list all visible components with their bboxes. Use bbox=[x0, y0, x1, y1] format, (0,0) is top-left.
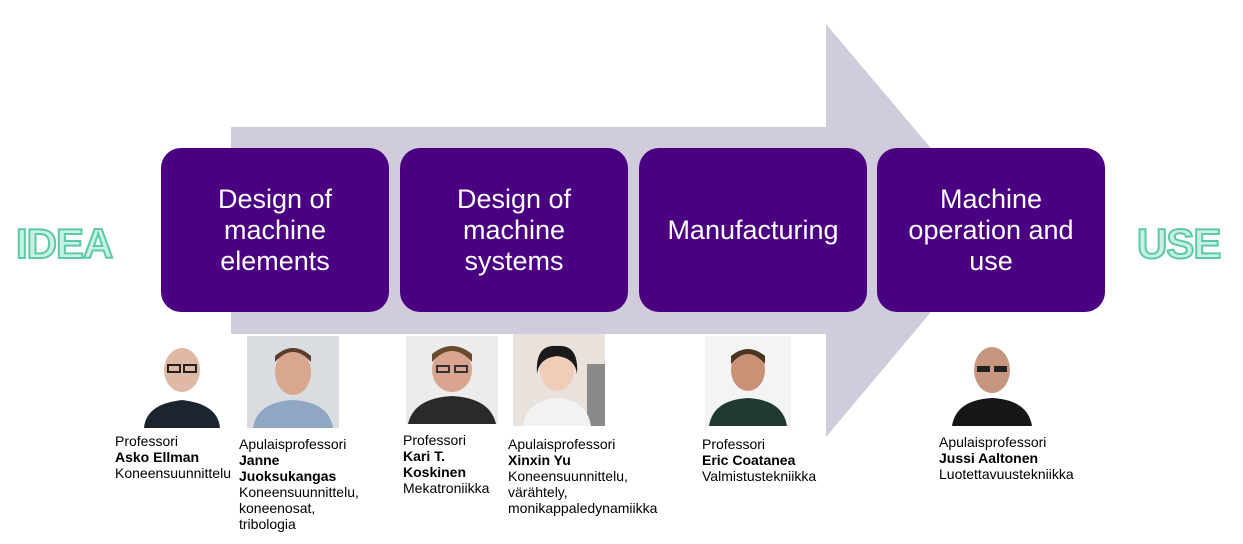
use-label: USE bbox=[1136, 219, 1222, 268]
person-name: Eric Coatanea bbox=[702, 452, 796, 468]
person-field: Mekatroniikka bbox=[403, 480, 490, 496]
photo-janne-juoksukangas bbox=[247, 336, 339, 428]
stage-machine-operation-use: Machine operation and use bbox=[877, 148, 1105, 312]
person-title: Apulaisprofessori bbox=[939, 434, 1047, 450]
person-field: Valmistustekniikka bbox=[702, 468, 817, 484]
person-xinxin-yu: Apulaisprofessori Xinxin Yu Koneensuunni… bbox=[508, 436, 673, 516]
person-asko-ellman: Professori Asko Ellman Koneensuunnittelu bbox=[115, 433, 245, 481]
person-title: Professori bbox=[702, 436, 766, 452]
person-name: Janne Juoksukangas bbox=[239, 452, 337, 484]
person-title: Professori bbox=[115, 433, 179, 449]
photo-jussi-aaltonen bbox=[946, 334, 1038, 426]
person-name: Jussi Aaltonen bbox=[939, 450, 1039, 466]
person-title: Apulaisprofessori bbox=[239, 436, 347, 452]
stage-design-machine-elements: Design of machine elements bbox=[161, 148, 389, 312]
person-field: Koneensuunnittelu, koneenosat, tribologi… bbox=[239, 484, 359, 532]
person-title: Professori bbox=[403, 432, 467, 448]
stage-design-machine-systems: Design of machine systems bbox=[400, 148, 628, 312]
person-name: Kari T. Koskinen bbox=[403, 448, 467, 480]
person-name: Xinxin Yu bbox=[508, 452, 571, 468]
person-jussi-aaltonen: Apulaisprofessori Jussi Aaltonen Luotett… bbox=[939, 434, 1099, 482]
person-field: Koneensuunnittelu, värähtely, monikappal… bbox=[508, 468, 658, 516]
person-field: Koneensuunnittelu bbox=[115, 465, 231, 481]
person-title: Apulaisprofessori bbox=[508, 436, 616, 452]
photo-asko-ellman bbox=[136, 336, 228, 428]
person-eric-coatanea: Professori Eric Coatanea Valmistusteknii… bbox=[702, 436, 842, 484]
stage-manufacturing: Manufacturing bbox=[639, 148, 867, 312]
person-name: Asko Ellman bbox=[115, 449, 200, 465]
photo-xinxin-yu bbox=[513, 334, 605, 426]
photo-kari-koskinen bbox=[406, 336, 498, 424]
idea-label: IDEA bbox=[15, 219, 114, 268]
person-field: Luotettavuustekniikka bbox=[939, 466, 1074, 482]
photo-eric-coatanea bbox=[705, 336, 791, 426]
person-janne-juoksukangas: Apulaisprofessori Janne Juoksukangas Kon… bbox=[239, 436, 367, 532]
person-kari-koskinen: Professori Kari T. Koskinen Mekatroniikk… bbox=[403, 432, 503, 496]
